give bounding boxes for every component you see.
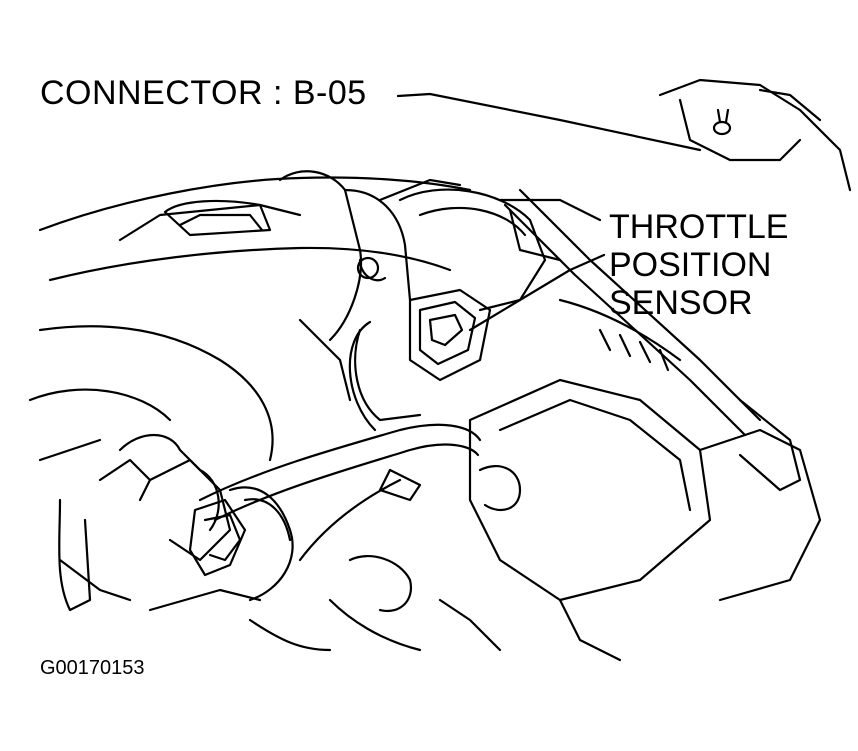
connector-label: CONNECTOR : B-05 [40, 74, 367, 112]
connector-leader [396, 92, 702, 152]
sensor-label-line-1: THROTTLE [609, 208, 789, 246]
sensor-label-line-3: SENSOR [609, 284, 753, 322]
sensor-leader [468, 253, 606, 332]
sensor-label-line-2: POSITION [609, 246, 772, 284]
sensor-label: THROTTLE POSITION SENSOR [609, 208, 788, 322]
figure-id: G00170153 [40, 657, 145, 679]
